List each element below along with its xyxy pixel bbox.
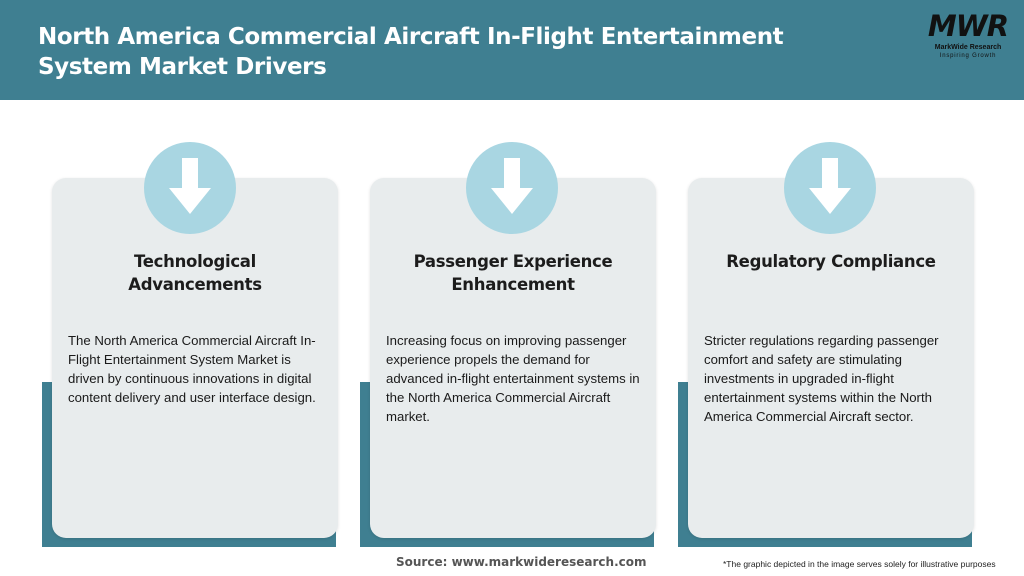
down-arrow-icon bbox=[466, 142, 558, 234]
logo-name: MarkWide Research bbox=[934, 44, 1002, 51]
driver-card-3: Regulatory Compliance Stricter regulatio… bbox=[688, 178, 974, 538]
driver-card-1: Technological Advancements The North Ame… bbox=[52, 178, 338, 538]
card-title: Regulatory Compliance bbox=[726, 252, 936, 271]
card-title: Technological Advancements bbox=[128, 252, 262, 294]
down-arrow-icon bbox=[784, 142, 876, 234]
disclaimer-text: *The graphic depicted in the image serve… bbox=[723, 559, 996, 569]
card-text: Increasing focus on improving passenger … bbox=[386, 333, 640, 424]
card-title: Passenger Experience Enhancement bbox=[413, 252, 613, 294]
source-text: Source: www.markwideresearch.com bbox=[396, 555, 647, 569]
driver-card-2: Passenger Experience Enhancement Increas… bbox=[370, 178, 656, 538]
logo-mark: MWR bbox=[927, 9, 1009, 43]
card-text: The North America Commercial Aircraft In… bbox=[68, 333, 316, 405]
card-text: Stricter regulations regarding passenger… bbox=[704, 333, 939, 424]
logo: MWR MarkWide Research Inspiring Growth bbox=[918, 8, 1018, 64]
down-arrow-icon bbox=[144, 142, 236, 234]
page-title: North America Commercial Aircraft In-Fli… bbox=[38, 24, 784, 80]
logo-tagline: Inspiring Growth bbox=[939, 53, 997, 59]
header-banner: North America Commercial Aircraft In-Fli… bbox=[0, 0, 1024, 100]
